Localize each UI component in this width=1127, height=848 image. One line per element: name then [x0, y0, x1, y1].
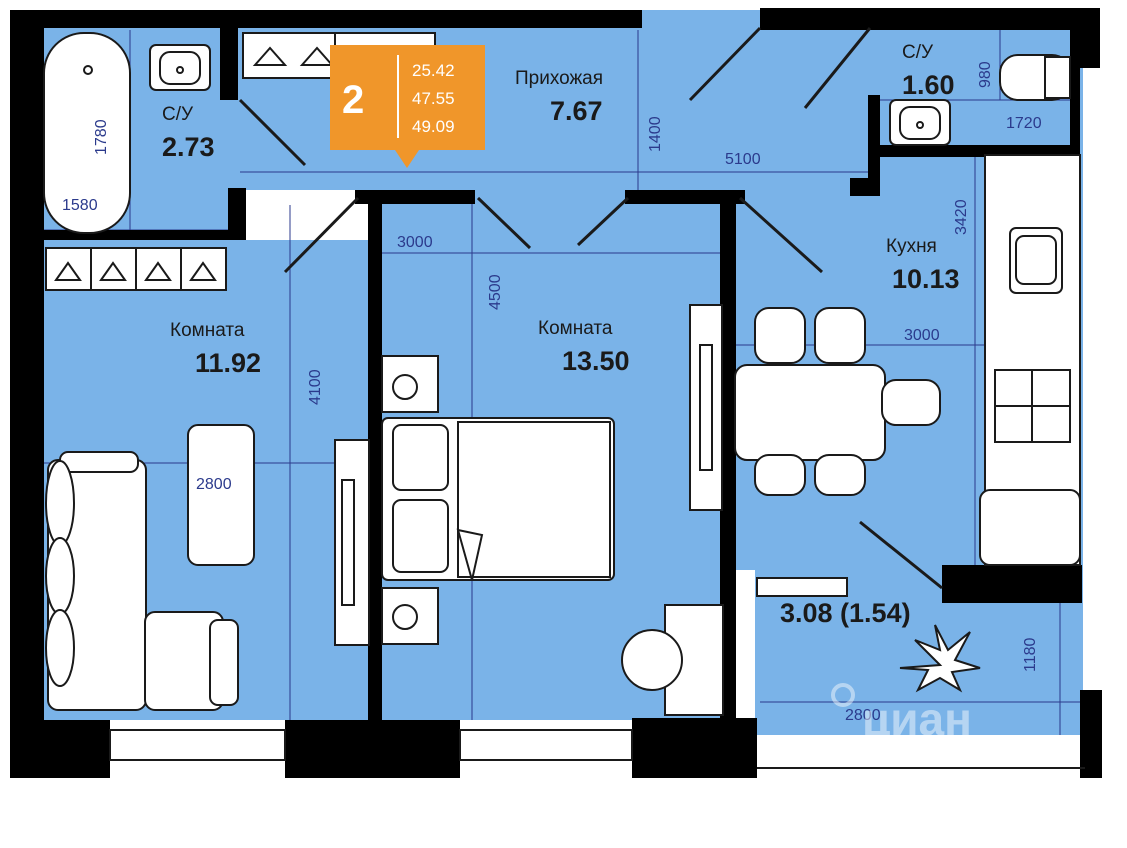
windows: [109, 10, 760, 761]
bath-right-name: С/У: [902, 42, 934, 63]
furniture: [43, 32, 1081, 716]
hall-area: 7.67: [550, 96, 603, 126]
room-left-area: 11.92: [195, 348, 261, 378]
room-left-name: Комната: [170, 320, 245, 341]
bathtub-icon: [43, 32, 131, 234]
dim-1400: 1400: [647, 116, 664, 152]
dim-4500: 4500: [487, 274, 504, 310]
hanger-icon-row: [45, 247, 227, 291]
bed-icon: [381, 417, 615, 581]
dim-1580: 1580: [62, 197, 98, 214]
chair-icon: [754, 307, 941, 496]
dim-980: 980: [977, 61, 994, 88]
bath-left-name: С/У: [162, 104, 194, 125]
coffee-table-icon: [187, 424, 255, 566]
doors: [238, 26, 943, 590]
bath-right-area: 1.60: [902, 70, 955, 100]
dim-2800-left: 2800: [196, 476, 232, 493]
dim-3420: 3420: [953, 199, 970, 235]
room-center-area: 13.50: [562, 346, 630, 376]
room-center-name: Комната: [538, 318, 613, 339]
badge-room-count: 2: [342, 78, 364, 122]
kitchen-area: 10.13: [892, 264, 960, 294]
stove-icon: [994, 369, 1071, 443]
badge-area-total: 49.09: [412, 117, 455, 136]
dim-3000-kitchen: 3000: [904, 327, 940, 344]
hall-name: Прихожая: [515, 68, 603, 89]
watermark-logo: циан: [831, 683, 972, 745]
badge-area-no-balcony: 47.55: [412, 89, 455, 108]
sofa-icon: [45, 451, 239, 711]
dim-2800-balcony: 2800: [845, 707, 881, 724]
desk-chair-icon: [621, 629, 683, 691]
dining-table-icon: [734, 364, 886, 461]
dryer-rack-icon: [756, 577, 848, 597]
dim-1780: 1780: [93, 119, 110, 155]
dim-3000-center: 3000: [397, 234, 433, 251]
walls: [10, 8, 1102, 778]
dim-1720: 1720: [1006, 115, 1042, 132]
dim-4100: 4100: [307, 369, 324, 405]
plant-icon: [899, 624, 981, 693]
kitchen-name: Кухня: [886, 236, 937, 257]
fridge-icon: [979, 489, 1081, 566]
area-badge: 2 25.42 47.55 49.09: [330, 45, 485, 168]
watermark-text: циан: [862, 693, 972, 745]
badge-area-living: 25.42: [412, 61, 455, 80]
balcony-area: 3.08 (1.54): [780, 598, 911, 628]
bath-left-area: 2.73: [162, 132, 215, 162]
dim-5100: 5100: [725, 151, 761, 168]
dim-1180: 1180: [1022, 637, 1039, 672]
